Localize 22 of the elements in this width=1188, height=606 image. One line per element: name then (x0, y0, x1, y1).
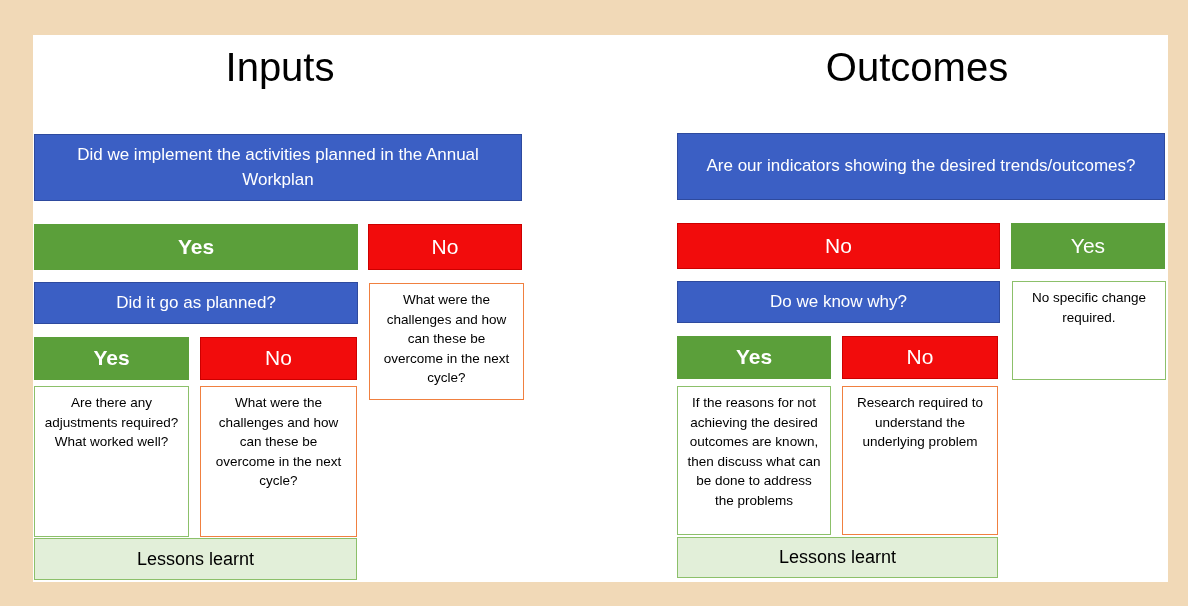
yes-box: Yes (1011, 223, 1165, 269)
lessons-box: Lessons learnt (677, 537, 998, 578)
lessons-box: Lessons learnt (34, 538, 357, 580)
note-box: Research required to understand the underlying problem (842, 386, 998, 535)
yes-box: Yes (34, 337, 189, 380)
question-box: Did we implement the activities planned in the Annual Workplan (34, 134, 522, 201)
question-box: Do we know why? (677, 281, 1000, 323)
no-box: No (368, 224, 522, 270)
yes-box: Yes (34, 224, 358, 270)
section-heading: Inputs (224, 45, 336, 90)
question-box: Did it go as planned? (34, 282, 358, 324)
no-box: No (842, 336, 998, 379)
yes-box: Yes (677, 336, 831, 379)
note-box: What were the challenges and how can these be overcome in the next cycle? (200, 386, 357, 537)
section-heading: Outcomes (824, 45, 1010, 90)
note-box: What were the challenges and how can these be overcome in the next cycle? (369, 283, 524, 400)
question-box: Are our indicators showing the desired trends/outcomes? (677, 133, 1165, 200)
note-box: If the reasons for not achieving the desired outcomes are known, then discuss what can be done to address the problems (677, 386, 831, 535)
note-box: Are there any adjustments required? What worked well? (34, 386, 189, 537)
note-box: No specific change required. (1012, 281, 1166, 380)
no-box: No (200, 337, 357, 380)
no-box: No (677, 223, 1000, 269)
